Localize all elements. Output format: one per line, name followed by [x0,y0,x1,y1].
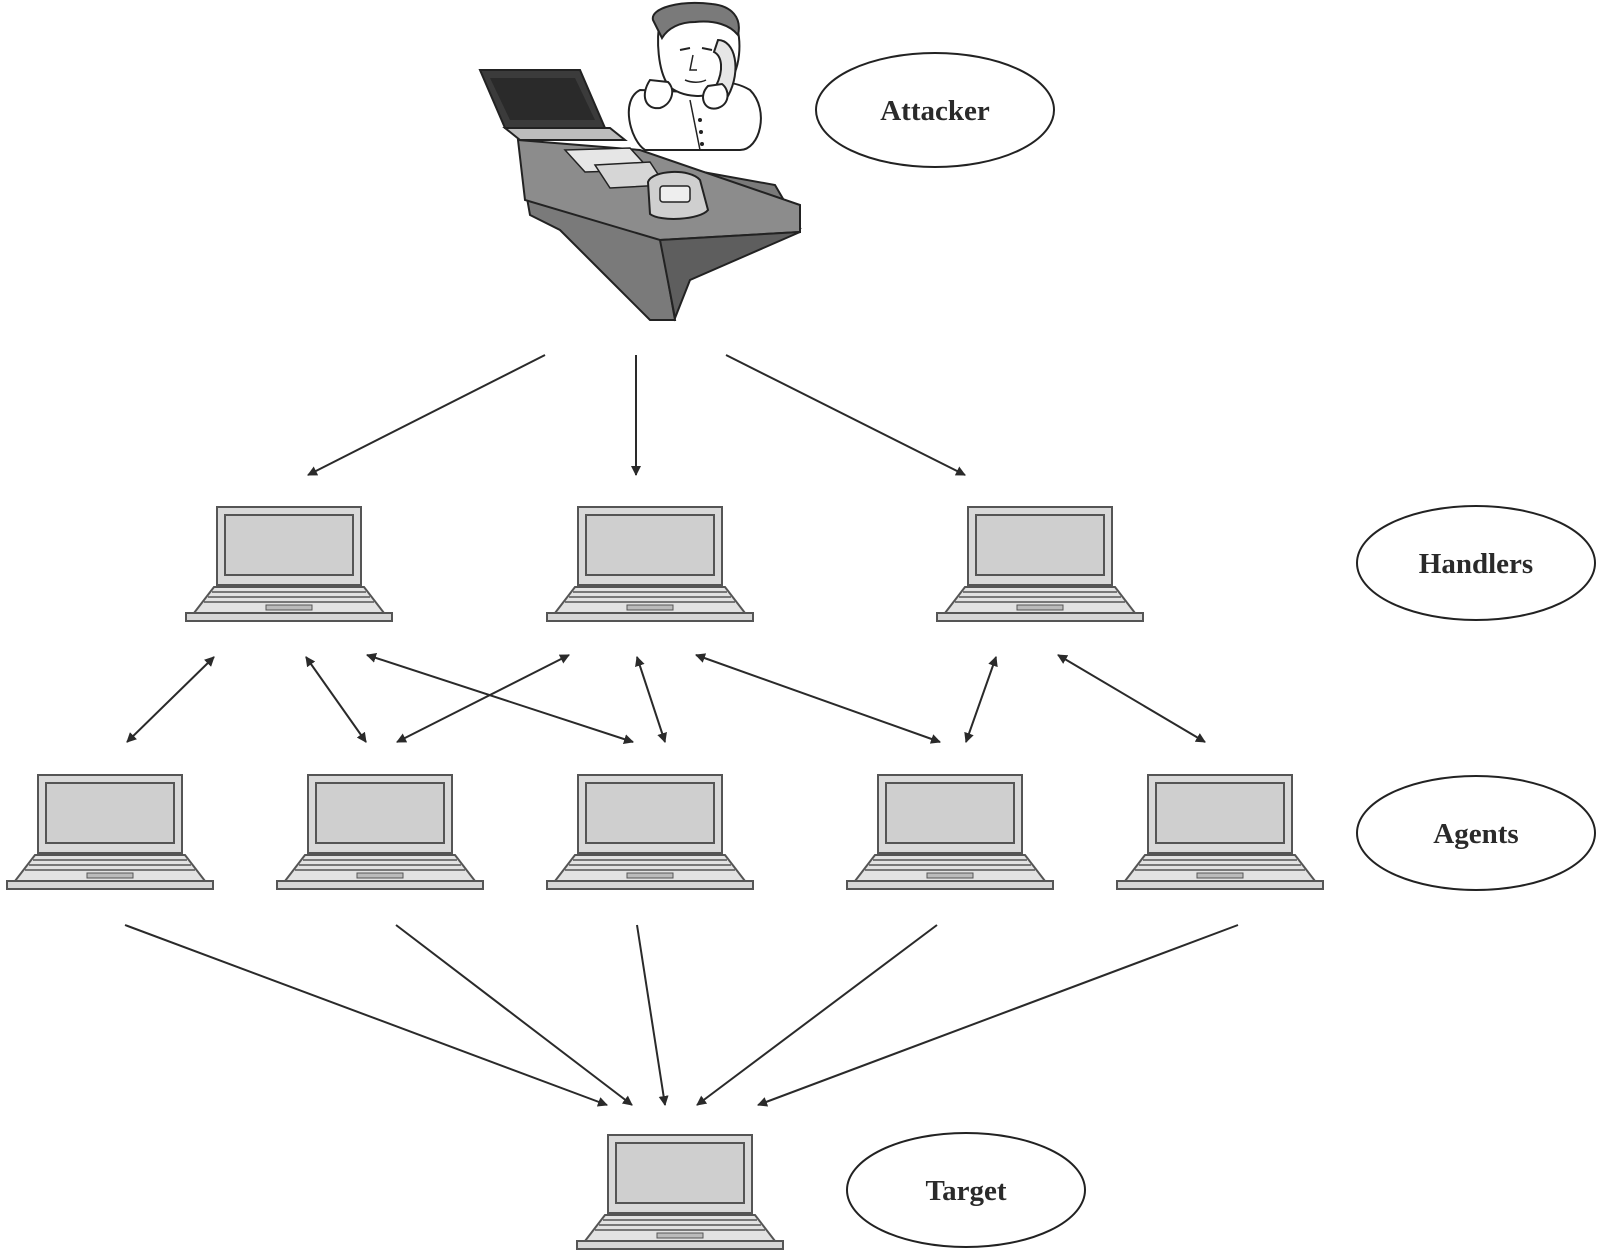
attacker-label: Attacker [815,52,1055,168]
handlers-label: Handlers [1356,505,1596,621]
agents-label-text: Agents [1433,818,1518,850]
attacker-label-text: Attacker [880,95,990,127]
handlers-label-text: Handlers [1419,548,1533,580]
arrow-handler-1-agent-1 [126,656,215,743]
arrow-handler-1-agent-3 [366,653,634,744]
arrow-agent-1-to-target [124,924,608,1107]
edge-layer [124,354,1239,1107]
arrow-handler-3-agent-4 [964,656,998,743]
handler-1-laptop-icon [185,506,393,622]
target-label: Target [846,1132,1086,1248]
agent-3-laptop-icon [546,774,754,890]
agents-label: Agents [1356,775,1596,891]
arrow-handler-2-agent-4 [695,653,941,744]
arrow-agent-2-to-target [395,924,633,1106]
arrow-handler-3-agent-5 [1057,654,1206,743]
arrow-agent-4-to-target [696,924,938,1106]
arrow-attacker-to-handler-1 [307,354,546,476]
agent-5-laptop-icon [1116,774,1324,890]
agent-4-laptop-icon [846,774,1054,890]
handler-3-laptop-icon [936,506,1144,622]
arrow-handler-2-agent-2 [396,654,570,743]
arrow-agent-3-to-target [636,924,669,1106]
agent-1-laptop-icon [6,774,214,890]
target-laptop-icon [576,1134,784,1250]
handler-2-laptop-icon [546,506,754,622]
arrow-handler-1-agent-2 [305,656,367,743]
arrow-handler-2-agent-3 [635,656,667,743]
target-label-text: Target [925,1175,1006,1207]
agent-2-laptop-icon [276,774,484,890]
attacker-icon [478,2,802,322]
arrow-agent-5-to-target [757,924,1239,1107]
laptop-layer [6,506,1324,1250]
arrow-attacker-to-handler-3 [725,354,966,476]
